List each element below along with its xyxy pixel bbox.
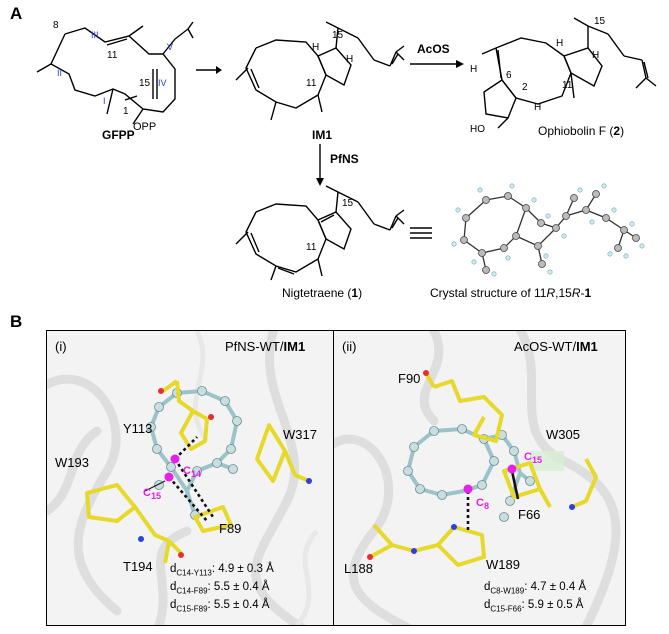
gfpp-roman-iii: III bbox=[91, 30, 99, 40]
nig-num-15: 15 bbox=[342, 198, 354, 209]
residue-f90: F90 bbox=[398, 371, 421, 386]
gfpp-roman-iv: IV bbox=[158, 78, 167, 88]
arrow-gfpp-im1 bbox=[196, 66, 222, 74]
distance-c15-f89: dC15-F89: 5.5 ± 0.4 Å bbox=[170, 599, 270, 614]
distance-c15-f66: dC15-F66: 5.9 ± 0.5 Å bbox=[484, 599, 584, 614]
gfpp-structure: I II III IV V 8 11 15 1 OPP bbox=[36, 20, 194, 132]
nig-num-11: 11 bbox=[306, 242, 317, 253]
panel-b-left: (i) PfNS-WT/IM1 Y113 W193 W317 F89 T194 … bbox=[46, 330, 335, 626]
distance-c8-w189: dC8-W189: 4.7 ± 0.4 Å bbox=[484, 581, 587, 596]
gfpp-num-1: 1 bbox=[123, 106, 129, 117]
im1-label: IM1 bbox=[312, 128, 333, 142]
residue-w317: W317 bbox=[283, 427, 317, 442]
residue-t194: T194 bbox=[123, 559, 153, 574]
acos-arrow-label: AcOS bbox=[417, 42, 450, 56]
nigtetraene-structure: 15 11 bbox=[235, 185, 405, 281]
panel-b-right-title: AcOS-WT/IM1 bbox=[514, 339, 598, 354]
protein-ribbon-background-left bbox=[47, 331, 319, 625]
im1-num-15: 15 bbox=[332, 30, 344, 41]
im1-h1: H bbox=[312, 42, 319, 53]
oph-num-6: 6 bbox=[506, 70, 512, 81]
crystal-structure-image bbox=[451, 183, 645, 277]
oph-h-left: H bbox=[470, 64, 477, 75]
panel-b-right: (ii) AcOS-WT/IM1 F90 W305 F66 L188 W189 … bbox=[333, 330, 626, 626]
carbon-c14-left: C14 bbox=[183, 465, 202, 480]
pfns-arrow-label: PfNS bbox=[330, 152, 359, 166]
gfpp-num-8: 8 bbox=[53, 20, 59, 31]
oph-num-11: 11 bbox=[562, 80, 573, 91]
gfpp-ring-bonds bbox=[50, 27, 176, 113]
residue-f66: F66 bbox=[518, 507, 541, 522]
residue-w189: W189 bbox=[486, 557, 520, 572]
im1-structure: H 15 H 11 bbox=[235, 21, 405, 121]
oph-ho: HO bbox=[470, 124, 485, 135]
ophiobolin-structure: H 15 H 6 2 11 H HO H bbox=[470, 16, 657, 135]
residue-f89: F89 bbox=[219, 521, 242, 536]
im1-num-11: 11 bbox=[306, 78, 317, 89]
protein-ribbon-background-right bbox=[334, 331, 621, 625]
residue-y113: Y113 bbox=[123, 421, 153, 436]
panel-b-left-roman: (i) bbox=[55, 339, 67, 354]
gfpp-roman-i: I bbox=[103, 96, 106, 106]
gfpp-roman-ii: II bbox=[57, 68, 62, 78]
panel-b-letter: B bbox=[10, 312, 23, 331]
oph-h1: H bbox=[556, 38, 563, 49]
gfpp-num-11: 11 bbox=[107, 50, 118, 61]
carbon-c15-left: C15 bbox=[143, 487, 162, 502]
carbon-c8-right: C8 bbox=[476, 497, 490, 512]
arrow-pfns bbox=[316, 144, 324, 186]
nigtetraene-label: Nigtetraene (1) bbox=[282, 286, 363, 300]
equivalence-symbol bbox=[410, 227, 432, 239]
im1-h2: H bbox=[346, 54, 353, 65]
panel-b-left-title: PfNS-WT/IM1 bbox=[225, 339, 306, 354]
distance-c14-y113: dC14-Y113: 4.9 ± 0.3 Å bbox=[170, 563, 274, 578]
panel-b-right-roman: (ii) bbox=[342, 339, 357, 354]
residue-w193: W193 bbox=[55, 455, 89, 470]
gfpp-label: GFPP bbox=[102, 128, 135, 142]
crystal-structure-label: Crystal structure of 11R,15R-1 bbox=[430, 286, 592, 300]
residue-w305: W305 bbox=[546, 427, 580, 442]
distance-c14-f89: dC14-F89: 5.5 ± 0.4 Å bbox=[170, 581, 270, 596]
gfpp-num-15: 15 bbox=[139, 78, 151, 89]
oph-h2: H bbox=[592, 50, 599, 61]
oph-num-15: 15 bbox=[594, 16, 606, 27]
arrow-acos bbox=[410, 60, 464, 68]
carbon-c15-right: C15 bbox=[524, 451, 543, 466]
gfpp-roman-v: V bbox=[167, 42, 173, 52]
ophiobolin-label: Ophiobolin F (2) bbox=[538, 124, 625, 138]
oph-h3: H bbox=[534, 102, 541, 113]
residue-l188: L188 bbox=[344, 561, 373, 576]
oph-num-2: 2 bbox=[522, 82, 528, 93]
gfpp-opp: OPP bbox=[133, 121, 156, 132]
panel-a-letter: A bbox=[10, 4, 23, 23]
